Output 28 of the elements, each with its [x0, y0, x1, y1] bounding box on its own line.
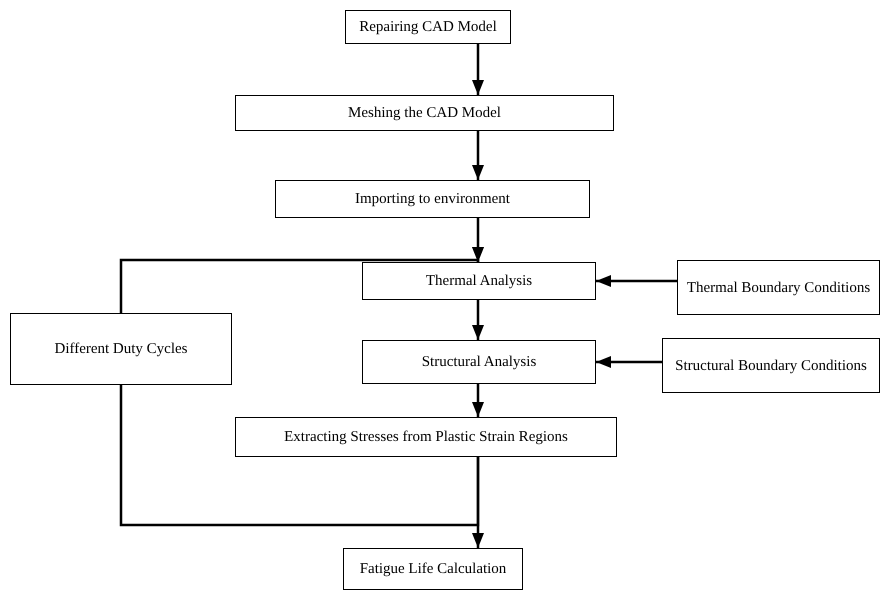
box-label: Meshing the CAD Model	[348, 104, 501, 122]
box-label: Thermal Analysis	[426, 272, 532, 290]
box-label: Importing to environment	[355, 190, 510, 208]
arrow	[472, 300, 484, 340]
process-box	[275, 180, 590, 218]
connector-line	[120, 385, 480, 526]
box-label: Different Duty Cycles	[54, 340, 188, 358]
box-label: Structural Boundary Conditions	[675, 356, 867, 374]
box-label: Repairing CAD Model	[359, 18, 497, 36]
arrow	[120, 247, 484, 313]
box-label: Thermal Boundary Conditions	[686, 278, 870, 296]
process-box	[362, 262, 596, 300]
process-box	[235, 417, 617, 457]
box-label: Structural Analysis	[422, 353, 536, 371]
arrow	[472, 131, 484, 180]
box-label: Extracting Stresses from Plastic Strain Regions	[284, 428, 568, 446]
process-box	[362, 340, 596, 384]
arrow	[472, 44, 484, 95]
process-box	[343, 548, 523, 590]
process-box	[345, 10, 511, 44]
process-box	[662, 338, 880, 393]
arrow	[596, 275, 677, 287]
box-label: Fatigue Life Calculation	[360, 560, 506, 578]
process-box	[235, 95, 614, 131]
process-box	[10, 313, 232, 385]
arrow	[472, 384, 484, 417]
arrow	[596, 356, 662, 368]
process-box	[677, 260, 880, 315]
